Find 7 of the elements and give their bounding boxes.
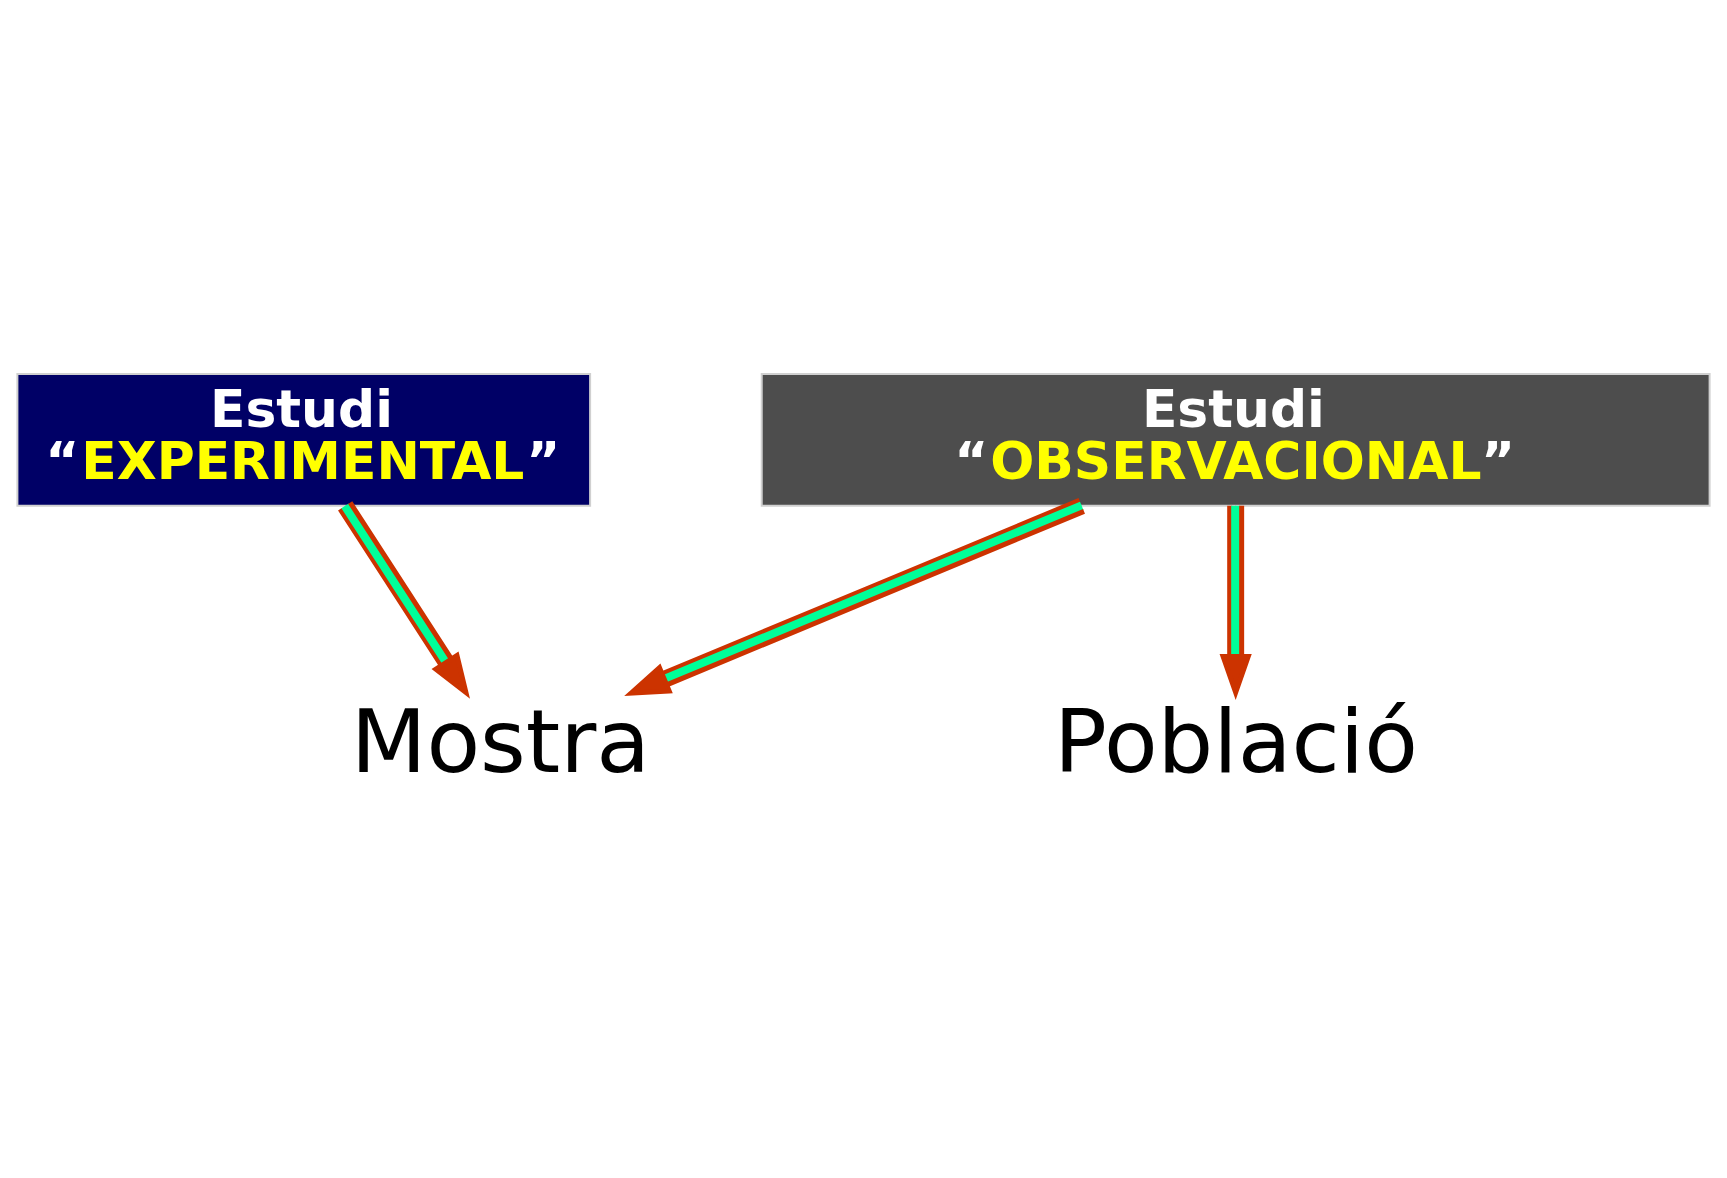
node-text: Població bbox=[1054, 689, 1418, 792]
node-text: Mostra bbox=[350, 689, 651, 792]
node-box: Estudi “EXPERIMENTAL” bbox=[16, 372, 592, 507]
node-box: Estudi “OBSERVACIONAL” bbox=[760, 372, 1711, 507]
arrow bbox=[1219, 505, 1252, 700]
arrow bbox=[338, 500, 470, 699]
arrow bbox=[624, 497, 1085, 696]
